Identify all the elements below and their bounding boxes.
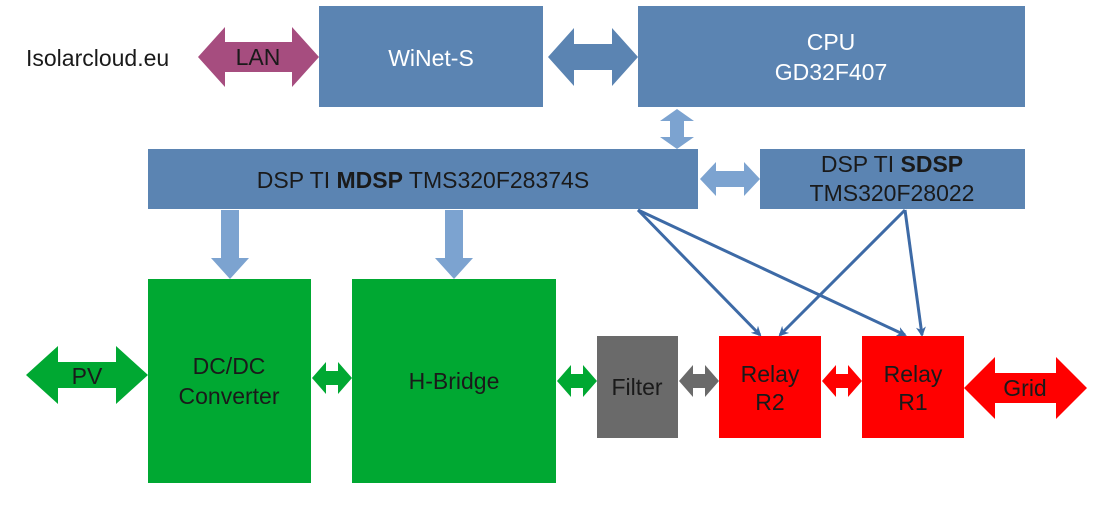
cpu-mdsp-arrow	[660, 109, 694, 149]
sdsp-label-line1: DSP TI SDSP	[821, 151, 963, 177]
dcdc-converter-block: DC/DC Converter	[148, 279, 311, 483]
mdsp-hbridge-arrow	[435, 210, 473, 279]
sdsp-block: DSP TI SDSP TMS320F28022	[760, 149, 1025, 209]
mdsp-to-r2-line	[636, 208, 762, 337]
pv-label: PV	[72, 363, 103, 389]
dcdc-hbridge-arrow	[312, 362, 352, 394]
hbridge-label: H-Bridge	[409, 368, 500, 394]
mdsp-label: DSP TI MDSP TMS320F28374S	[257, 167, 589, 193]
winet-cpu-arrow	[548, 28, 638, 86]
relay2-label-line1: Relay	[741, 361, 800, 387]
sdsp-label-line2: TMS320F28022	[810, 180, 975, 206]
hbridge-filter-arrow	[557, 365, 597, 397]
relay2-label-line2: R2	[755, 389, 784, 415]
relay1-label-line2: R1	[898, 389, 927, 415]
relay1-label-line1: Relay	[884, 361, 943, 387]
cpu-label-line2: GD32F407	[775, 59, 888, 85]
winet-block: WiNet-S	[319, 6, 543, 107]
lan-arrow: LAN	[198, 27, 319, 87]
grid-label: Grid	[1003, 375, 1046, 401]
lan-label: LAN	[236, 44, 281, 70]
mdsp-to-r1-line	[637, 208, 907, 337]
filter-label: Filter	[611, 374, 662, 400]
dcdc-label-line1: DC/DC	[193, 353, 266, 379]
sdsp-to-r2-line	[778, 208, 907, 337]
grid-arrow: Grid	[964, 357, 1087, 419]
pv-arrow: PV	[26, 346, 148, 404]
mdsp-sdsp-arrow	[700, 162, 760, 196]
isolarcloud-label: Isolarcloud.eu	[26, 45, 169, 71]
mdsp-block: DSP TI MDSP TMS320F28374S	[148, 149, 698, 209]
filter-block: Filter	[597, 336, 678, 438]
cpu-block: CPU GD32F407	[638, 6, 1025, 107]
dcdc-label-line2: Converter	[179, 383, 280, 409]
relay-control-lines	[636, 208, 926, 337]
relay-r2-block: Relay R2	[719, 336, 821, 438]
filter-relay2-arrow	[679, 365, 719, 397]
cpu-label-line1: CPU	[807, 29, 856, 55]
relay-r1-block: Relay R1	[862, 336, 964, 438]
mdsp-dcdc-arrow	[211, 210, 249, 279]
h-bridge-block: H-Bridge	[352, 279, 556, 483]
relay2-relay1-arrow	[822, 365, 862, 397]
winet-label: WiNet-S	[388, 45, 474, 71]
sdsp-to-r1-line	[903, 209, 926, 337]
